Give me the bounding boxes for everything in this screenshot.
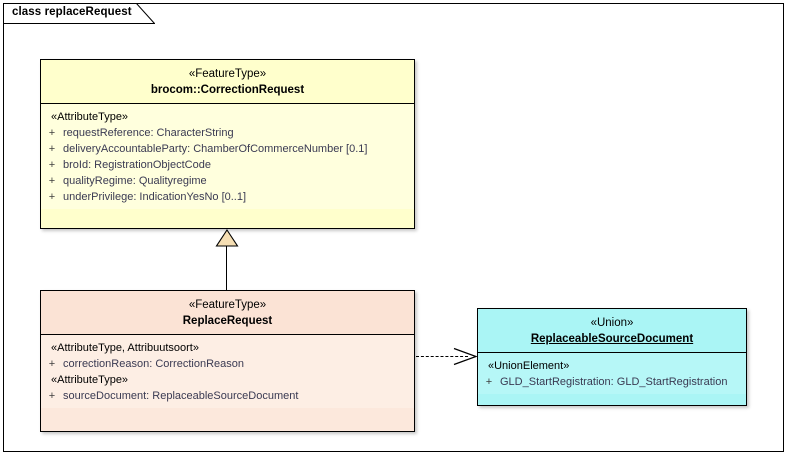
class-body-replaceable-source-document: «UnionElement» + GLD_StartRegistration: … xyxy=(478,353,746,394)
attribute-group-stereotype: «AttributeType» xyxy=(51,374,129,386)
class-header-replace-request: «FeatureType» ReplaceRequest xyxy=(41,291,414,335)
class-box-replaceable-source-document[interactable]: «Union» ReplaceableSourceDocument «Union… xyxy=(477,308,747,406)
diagram-frame xyxy=(3,3,784,452)
class-box-correction-request[interactable]: «FeatureType» brocom::CorrectionRequest … xyxy=(40,59,415,229)
class-name: brocom::CorrectionRequest xyxy=(150,84,305,96)
generalization-arrowhead-icon[interactable] xyxy=(215,229,239,247)
class-box-replace-request[interactable]: «FeatureType» ReplaceRequest «AttributeT… xyxy=(40,290,415,432)
attribute-label: underPrivilege: IndicationYesNo [0..1] xyxy=(63,191,247,203)
attribute-label: broId: RegistrationObjectCode xyxy=(63,159,211,171)
visibility-marker: + xyxy=(48,358,56,370)
class-body-replace-request: «AttributeType, Attribuutsoort» + correc… xyxy=(41,335,414,408)
class-header-replaceable-source-document: «Union» ReplaceableSourceDocument xyxy=(478,309,746,353)
class-stereotype: «Union» xyxy=(590,317,634,329)
class-stereotype: «FeatureType» xyxy=(188,68,267,80)
visibility-marker: + xyxy=(485,376,493,388)
attribute-row[interactable]: + deliveryAccountableParty: ChamberOfCom… xyxy=(41,141,414,157)
dependency-line[interactable] xyxy=(416,356,468,358)
dependency-arrowhead-icon[interactable] xyxy=(452,347,478,366)
attribute-group-stereotype: «UnionElement» xyxy=(488,360,570,372)
visibility-marker: + xyxy=(48,159,56,171)
attribute-row[interactable]: + underPrivilege: IndicationYesNo [0..1] xyxy=(41,189,414,205)
attribute-label: GLD_StartRegistration: GLD_StartRegistra… xyxy=(500,376,728,388)
attribute-group-stereotype: «AttributeType, Attribuutsoort» xyxy=(51,342,199,354)
visibility-marker: + xyxy=(48,191,56,203)
visibility-marker: + xyxy=(48,175,56,187)
attribute-row[interactable]: + correctionReason: CorrectionReason xyxy=(41,356,414,372)
class-header-correction-request: «FeatureType» brocom::CorrectionRequest xyxy=(41,60,414,104)
attribute-row[interactable]: + requestReference: CharacterString xyxy=(41,125,414,141)
attribute-row[interactable]: + broId: RegistrationObjectCode xyxy=(41,157,414,173)
attribute-label: deliveryAccountableParty: ChamberOfComme… xyxy=(63,143,368,155)
attribute-row[interactable]: + sourceDocument: ReplaceableSourceDocum… xyxy=(41,388,414,404)
visibility-marker: + xyxy=(48,127,56,139)
attribute-label: requestReference: CharacterString xyxy=(63,127,234,139)
visibility-marker: + xyxy=(48,390,56,402)
attribute-group-stereotype: «AttributeType» xyxy=(51,111,129,123)
attribute-label: sourceDocument: ReplaceableSourceDocumen… xyxy=(63,390,299,402)
attribute-label: correctionReason: CorrectionReason xyxy=(63,358,244,370)
class-name: ReplaceableSourceDocument xyxy=(530,333,694,345)
class-stereotype: «FeatureType» xyxy=(188,299,267,311)
generalization-line[interactable] xyxy=(226,246,227,291)
diagram-title-label: class replaceRequest xyxy=(12,6,132,18)
tab-shape-icon xyxy=(3,3,155,24)
visibility-marker: + xyxy=(48,143,56,155)
attribute-row[interactable]: + GLD_StartRegistration: GLD_StartRegist… xyxy=(478,374,746,390)
class-body-correction-request: «AttributeType» + requestReference: Char… xyxy=(41,104,414,209)
attribute-row[interactable]: + qualityRegime: Qualityregime xyxy=(41,173,414,189)
attribute-label: qualityRegime: Qualityregime xyxy=(63,175,207,187)
class-name: ReplaceRequest xyxy=(182,315,273,327)
